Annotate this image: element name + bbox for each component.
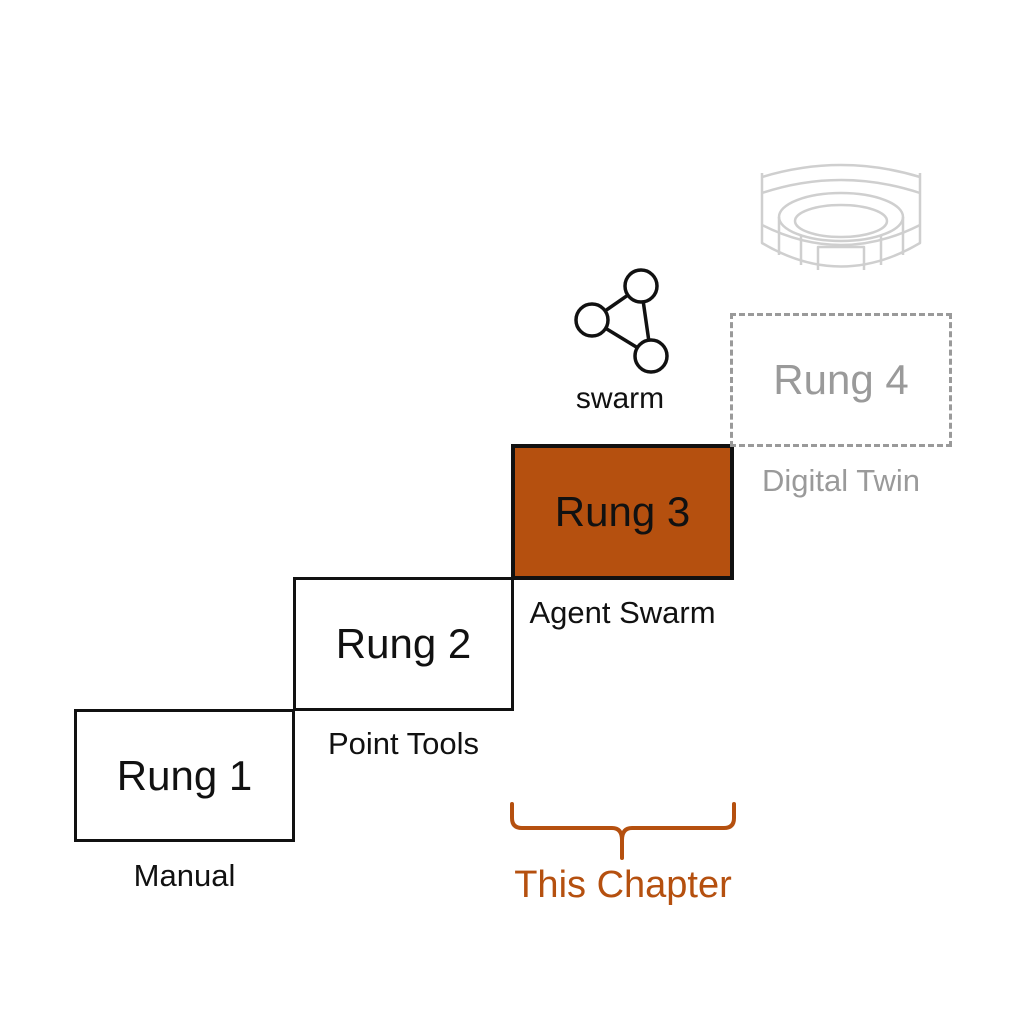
rung-4-box: Rung 4 [730, 313, 952, 447]
rung-2-label: Rung 2 [335, 620, 472, 667]
rung-1-label: Rung 1 [116, 751, 253, 799]
rung-2-box: Rung 2 [293, 577, 514, 711]
rung-2-caption: Point Tools [327, 726, 480, 761]
rung-3-caption: Agent Swarm [529, 595, 716, 630]
this-chapter-label: This Chapter [514, 864, 732, 906]
chapter-bracket [510, 802, 736, 860]
rung-1-caption: Manual [133, 858, 236, 893]
swarm-icon-label: swarm [575, 382, 665, 415]
rung-3-box: Rung 3 [511, 444, 734, 580]
swarm-network-icon [574, 268, 669, 374]
rung-4-label: Rung 4 [773, 356, 909, 403]
rung-1-box: Rung 1 [74, 709, 295, 842]
rung-3-label: Rung 3 [554, 488, 691, 535]
stadium-icon [760, 163, 922, 270]
rung-4-caption: Digital Twin [762, 463, 920, 498]
